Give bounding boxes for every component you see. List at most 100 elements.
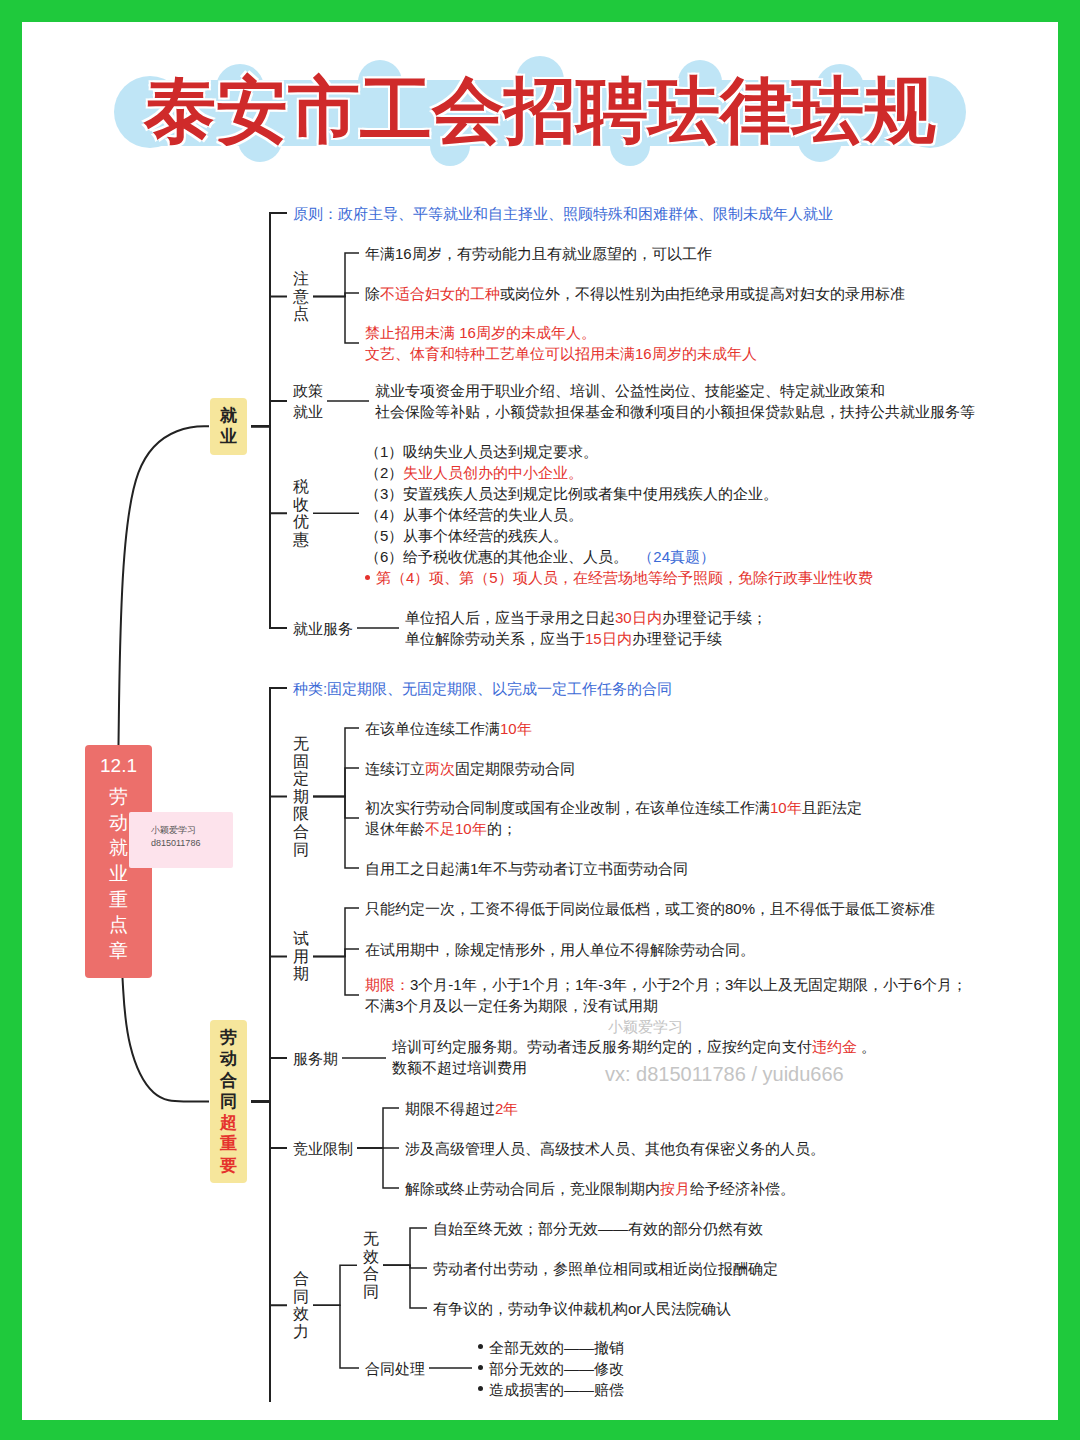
node-text: 培训可约定服务期。劳动者违反服务期约定的，应按约定向支付违约金 。 数额不超过培… bbox=[392, 1036, 876, 1078]
topic-text: 在该单位连续工作满10年 bbox=[365, 718, 532, 739]
topic-text: 有争议的，劳动争议仲裁机构or人民法院确认 bbox=[433, 1298, 731, 1319]
node-text: （2）失业人员创办的中小企业。 bbox=[365, 462, 873, 483]
connector bbox=[357, 1148, 399, 1188]
node-text: 劳动就业重点章 bbox=[109, 784, 128, 963]
bullet-dot bbox=[478, 1344, 483, 1349]
connector bbox=[313, 908, 359, 956]
connector bbox=[251, 1101, 287, 1305]
node-text: 种类:固定期限、无固定期限、以完成一定工作任务的合同 bbox=[293, 678, 672, 699]
node-text: （4）从事个体经营的失业人员。 bbox=[365, 504, 873, 525]
connector bbox=[342, 1057, 386, 1059]
node-text: 连续订立两次固定期限劳动合同 bbox=[365, 758, 575, 779]
node-text: 小颖爱学习 bbox=[151, 824, 227, 837]
node-text: 年满16周岁，有劳动能力且有就业愿望的，可以工作 bbox=[365, 243, 712, 264]
connector bbox=[357, 627, 399, 629]
topic-text: 初次实行劳动合同制度或国有企业改制，在该单位连续工作满10年且距法定退休年龄不足… bbox=[365, 797, 862, 839]
connector bbox=[251, 1058, 287, 1101]
connector bbox=[383, 1228, 427, 1265]
node-text: 试用期 bbox=[293, 930, 309, 983]
topic-text: 合同效力 bbox=[293, 1270, 309, 1340]
topic-text: 涉及高级管理人员、高级技术人员、其他负有保密义务的人员。 bbox=[405, 1138, 825, 1159]
connector bbox=[313, 797, 359, 818]
branch-box: 劳动合同超重要 bbox=[210, 1020, 247, 1183]
connector bbox=[251, 213, 287, 426]
connector bbox=[357, 1108, 399, 1148]
connector bbox=[119, 426, 210, 745]
connector bbox=[429, 1367, 472, 1369]
watermark-text: vx: d815011786 / yuidu666 bbox=[605, 1064, 844, 1084]
connector bbox=[251, 797, 287, 1102]
node-text: 就业专项资金用于职业介绍、培训、公益性岗位、技能鉴定、特定就业政策和社会保险等补… bbox=[375, 380, 975, 422]
connector bbox=[251, 956, 287, 1101]
connector bbox=[313, 1305, 359, 1368]
node-text: 除不适合妇女的工种或岗位外，不得以性别为由拒绝录用或提高对妇女的录用标准 bbox=[365, 283, 905, 304]
node-text: 劳动合同超重要 bbox=[220, 1027, 237, 1176]
connector bbox=[313, 296, 359, 343]
topic-text: 无效合同 bbox=[363, 1230, 379, 1300]
node-text: 无固定期限合同 bbox=[293, 735, 309, 858]
topic-text: 除不适合妇女的工种或岗位外，不得以性别为由拒绝录用或提高对妇女的录用标准 bbox=[365, 283, 905, 304]
connector bbox=[313, 949, 359, 956]
connector bbox=[313, 253, 359, 296]
connector bbox=[251, 426, 287, 628]
topic-text: 合同处理 bbox=[365, 1358, 425, 1379]
connector bbox=[313, 728, 359, 797]
topic-text: 连续订立两次固定期限劳动合同 bbox=[365, 758, 575, 779]
topic-text: 劳动者付出劳动，参照单位相同或相近岗位报酬确定 bbox=[433, 1258, 778, 1279]
node-text: d815011786 bbox=[151, 837, 227, 850]
node-text: 服务期 bbox=[293, 1048, 338, 1069]
node-text: 在试用期中，除规定情形外，用人单位不得解除劳动合同。 bbox=[365, 939, 755, 960]
node-text: 期限不得超过2年 bbox=[405, 1098, 518, 1119]
node-text: 解除或终止劳动合同后，竞业限制期内按月给予经济补偿。 bbox=[405, 1178, 795, 1199]
node-text: 造成损害的——赔偿 bbox=[478, 1379, 624, 1400]
topic-text: 期限不得超过2年 bbox=[405, 1098, 518, 1119]
sticker-note: 小颖爱学习d815011786 bbox=[129, 812, 233, 868]
node-text: 无效合同 bbox=[363, 1230, 379, 1300]
node-text: （1）吸纳失业人员达到规定要求。 bbox=[365, 441, 873, 462]
node-text: 就业 bbox=[220, 405, 237, 448]
topic-text: 就业服务 bbox=[293, 618, 353, 639]
node-text: 12.1 bbox=[100, 755, 137, 776]
connector bbox=[313, 768, 359, 797]
node-text: 就业服务 bbox=[293, 618, 353, 639]
watermark-text: 小颖爱学习 bbox=[608, 1019, 683, 1034]
topic-text: 培训可约定服务期。劳动者违反服务期约定的，应按约定向支付违约金 。 数额不超过培… bbox=[392, 1036, 876, 1078]
topic-text: 就业专项资金用于职业介绍、培训、公益性岗位、技能鉴定、特定就业政策和社会保险等补… bbox=[375, 380, 975, 422]
node-text: 涉及高级管理人员、高级技术人员、其他负有保密义务的人员。 bbox=[405, 1138, 825, 1159]
topic-text: 无固定期限合同 bbox=[293, 735, 309, 858]
node-text: 有争议的，劳动争议仲裁机构or人民法院确认 bbox=[433, 1298, 731, 1319]
topic-text: （1）吸纳失业人员达到规定要求。（2）失业人员创办的中小企业。（3）安置残疾人员… bbox=[365, 441, 873, 588]
topic-text: 原则：政府主导、平等就业和自主择业、照顾特殊和困难群体、限制未成年人就业 bbox=[293, 203, 833, 224]
connector bbox=[123, 978, 210, 1101]
node-text: 政策就业 bbox=[293, 380, 323, 422]
node-text: 原则：政府主导、平等就业和自主择业、照顾特殊和困难群体、限制未成年人就业 bbox=[293, 203, 833, 224]
node-text: 注意点 bbox=[293, 270, 309, 323]
node-text: 第（4）项、第（5）项人员，在经营场地等给予照顾，免除行政事业性收费 bbox=[365, 567, 873, 588]
connector bbox=[383, 1265, 427, 1308]
bullet-dot bbox=[478, 1365, 483, 1370]
node-text: （6）给予税收优惠的其他企业、人员。 bbox=[365, 548, 628, 565]
topic-text: 解除或终止劳动合同后，竞业限制期内按月给予经济补偿。 bbox=[405, 1178, 795, 1199]
node-text: （24真题） bbox=[638, 548, 715, 565]
node-text: 禁止招用未满 16周岁的未成年人。 文艺、体育和特种工艺单位可以招用未满16周岁… bbox=[365, 322, 757, 364]
node-text: 竞业限制 bbox=[293, 1138, 353, 1159]
connector bbox=[313, 797, 359, 868]
topic-text: 全部无效的——撤销部分无效的——修改造成损害的——赔偿 bbox=[478, 1337, 624, 1400]
node-text: 部分无效的——修改 bbox=[478, 1358, 624, 1379]
node-text: 自始至终无效；部分无效——有效的部分仍然有效 bbox=[433, 1218, 763, 1239]
topic-text: 在试用期中，除规定情形外，用人单位不得解除劳动合同。 bbox=[365, 939, 755, 960]
node-text: 初次实行劳动合同制度或国有企业改制，在该单位连续工作满10年且距法定退休年龄不足… bbox=[365, 797, 862, 839]
topic-text: 竞业限制 bbox=[293, 1138, 353, 1159]
topic-text: 服务期 bbox=[293, 1048, 338, 1069]
connector bbox=[251, 296, 287, 426]
connector bbox=[327, 400, 369, 402]
node-text: 合同处理 bbox=[365, 1358, 425, 1379]
bullet-dot bbox=[365, 575, 370, 580]
connector bbox=[313, 512, 359, 514]
connector bbox=[251, 688, 287, 1101]
connector bbox=[251, 401, 287, 426]
node-text: 期限：3个月-1年，小于1个月；1年-3年，小于2个月；3年以上及无固定期限，小… bbox=[365, 974, 967, 1016]
topic-text: 只能约定一次，工资不得低于同岗位最低档，或工资的80%，且不得低于最低工资标准 bbox=[365, 898, 935, 919]
topic-text: 试用期 bbox=[293, 930, 309, 983]
node-text: 合同效力 bbox=[293, 1270, 309, 1340]
